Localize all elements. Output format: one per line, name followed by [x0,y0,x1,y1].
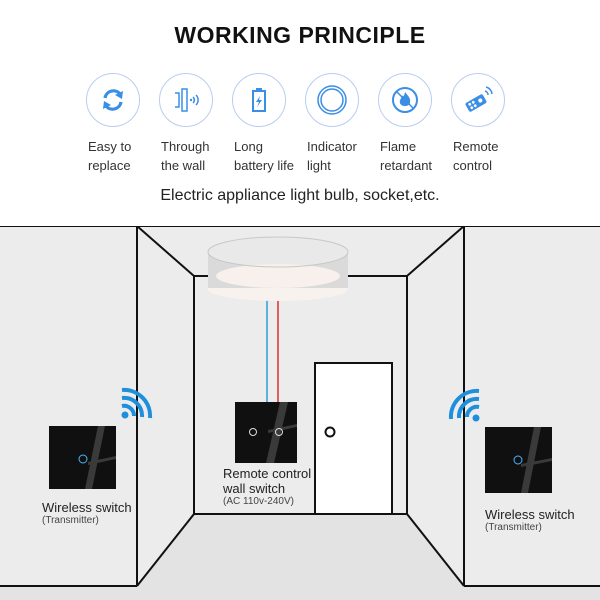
page-title: WORKING PRINCIPLE [174,22,426,48]
feature-icon-frame [378,73,432,127]
feature-icon-frame [451,73,505,127]
no-flame-icon [392,87,418,113]
feature-label: Flame [380,139,417,154]
center-switch-sublabel: (AC 110v-240V) [223,496,294,507]
feature-label: Easy to [88,139,132,154]
feature-flame-retardant: Flame retardant [376,73,449,175]
feature-icon-frame [159,73,213,127]
center-switch-label: Remote control [223,466,312,481]
battery-icon [252,88,266,112]
feature-label: Through [161,139,210,154]
feature-label: Long [234,139,263,154]
left-switch-label: Wireless switch [42,500,132,515]
subtitle: Electric appliance light bulb, socket,et… [160,187,440,204]
left-switch-sublabel: (Transmitter) [42,515,99,526]
feature-battery-life: Long battery life [230,73,303,175]
right-wireless-switch [485,427,552,493]
feature-label: replace [88,158,131,173]
remote-control-wall-switch [235,402,297,463]
feature-list: Easy to replace Through the wall Long batte… [84,73,534,175]
feature-icon-frame [232,73,286,127]
feature-label: light [307,158,331,173]
center-switch-caption: Remote control wall switch (AC 110v-240V… [223,466,311,508]
left-switch-caption: Wireless switch (Transmitter) [42,500,132,527]
feature-icon-frame [86,73,140,127]
feature-icon-frame [305,73,359,127]
feature-easy-replace: Easy to replace [84,73,157,175]
feature-indicator-light: Indicator light [303,73,376,175]
right-switch-label: Wireless switch [485,507,575,522]
remote-control-icon [465,86,493,112]
left-wireless-switch [49,426,116,489]
indicator-ring-icon [317,85,347,115]
wifi-signal-icon [448,388,480,422]
center-switch-label: wall switch [223,481,286,496]
door [314,362,393,515]
right-switch-sublabel: (Transmitter) [485,522,542,533]
feature-label: Remote [453,139,499,154]
feature-label: the wall [161,158,206,173]
right-switch-caption: Wireless switch (Transmitter) [485,507,575,534]
ceiling-lamp [207,236,349,301]
feature-label: control [453,158,493,173]
feature-label: battery life [234,158,294,173]
feature-label: retardant [380,158,433,173]
through-wall-signal-icon [175,88,199,112]
feature-through-wall: Through the wall [157,73,230,175]
room-diagram [0,226,600,600]
feature-remote-control: Remote control [449,73,522,175]
feature-label: Indicator [307,139,357,154]
refresh-arrows-icon [103,89,123,111]
wifi-signal-icon [121,387,153,419]
